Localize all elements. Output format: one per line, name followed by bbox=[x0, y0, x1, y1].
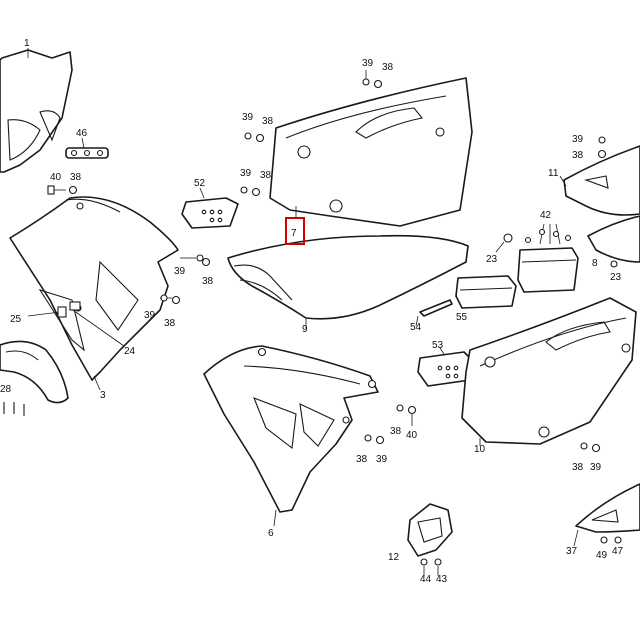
callout-39: 39 bbox=[362, 58, 374, 69]
callout-3: 3 bbox=[100, 390, 106, 401]
callout-40: 40 bbox=[406, 430, 418, 441]
bolts-39-38-under-3[interactable] bbox=[160, 294, 181, 305]
callout-38: 38 bbox=[572, 150, 584, 161]
callout-12: 12 bbox=[388, 552, 400, 563]
callout-25: 25 bbox=[10, 314, 22, 325]
callout-28: 28 bbox=[0, 384, 12, 395]
callout-38: 38 bbox=[382, 62, 394, 73]
callout-39: 39 bbox=[590, 462, 602, 473]
part-28-front-fender[interactable] bbox=[0, 340, 69, 416]
part-55-box[interactable] bbox=[455, 275, 517, 309]
callout-37: 37 bbox=[566, 546, 578, 557]
callout-7: 7 bbox=[291, 228, 297, 239]
part-1-headlight-mask[interactable] bbox=[0, 48, 73, 173]
callout-52: 52 bbox=[194, 178, 206, 189]
callout-53: 53 bbox=[432, 340, 444, 351]
callout-6: 6 bbox=[268, 528, 274, 539]
bolts-39-38-left-7b[interactable] bbox=[240, 186, 261, 197]
callout-39: 39 bbox=[242, 112, 254, 123]
bolts-38-40-center[interactable] bbox=[396, 404, 417, 426]
part-37-rear-mudguard[interactable] bbox=[573, 483, 640, 547]
callout-38: 38 bbox=[390, 426, 402, 437]
bolts-38-39-right-low[interactable] bbox=[580, 442, 601, 453]
part-54-clip[interactable] bbox=[415, 299, 453, 327]
callout-49: 49 bbox=[596, 550, 608, 561]
bolt-40-38-left[interactable] bbox=[47, 185, 78, 195]
bolts-39-38-left-7a[interactable] bbox=[244, 132, 265, 143]
part-53-bracket[interactable] bbox=[417, 347, 473, 387]
callout-38: 38 bbox=[262, 116, 274, 127]
fastener-25-24[interactable] bbox=[27, 301, 125, 347]
callout-38: 38 bbox=[260, 170, 272, 181]
callout-39: 39 bbox=[174, 266, 186, 277]
callout-39: 39 bbox=[240, 168, 252, 179]
callout-8: 8 bbox=[592, 258, 598, 269]
callout-38: 38 bbox=[202, 276, 214, 287]
part-6-right-radiator-shroud[interactable] bbox=[203, 345, 379, 527]
callout-39: 39 bbox=[144, 310, 156, 321]
callout-23: 23 bbox=[610, 272, 622, 283]
part-52-bracket[interactable] bbox=[181, 187, 239, 229]
callout-24: 24 bbox=[124, 346, 136, 357]
bolts-39-38-under-52[interactable] bbox=[180, 254, 211, 267]
bolts-38-39-center-low[interactable] bbox=[364, 434, 385, 445]
callout-10: 10 bbox=[474, 444, 486, 455]
callout-1: 1 bbox=[24, 38, 30, 49]
bolts-39-38-right[interactable] bbox=[597, 136, 607, 159]
callout-38: 38 bbox=[70, 172, 82, 183]
callout-39: 39 bbox=[572, 134, 584, 145]
callout-42: 42 bbox=[540, 210, 552, 221]
bolts-39-38-top[interactable] bbox=[362, 70, 383, 89]
callout-46: 46 bbox=[76, 128, 88, 139]
callout-labels: 1 46 40 38 52 39 38 39 38 39 38 39 38 39… bbox=[0, 38, 624, 585]
callout-38: 38 bbox=[572, 462, 584, 473]
highlighted-callout-7[interactable]: 7 bbox=[285, 217, 305, 245]
callout-9: 9 bbox=[302, 324, 308, 335]
part-12-chain-guard[interactable] bbox=[407, 503, 453, 576]
callout-47: 47 bbox=[612, 546, 624, 557]
part-46-clamp[interactable] bbox=[65, 137, 109, 159]
callout-11: 11 bbox=[548, 168, 559, 179]
part-23-nut-left[interactable] bbox=[495, 233, 513, 253]
callout-55: 55 bbox=[456, 312, 468, 323]
callout-23: 23 bbox=[486, 254, 498, 265]
right-panel-fragment[interactable] bbox=[587, 215, 640, 268]
part-9-seat[interactable] bbox=[227, 234, 469, 328]
callout-43: 43 bbox=[436, 574, 448, 585]
callout-39: 39 bbox=[376, 454, 388, 465]
part-11-rear-fender[interactable] bbox=[559, 145, 640, 216]
part-10-right-side-panel[interactable] bbox=[461, 297, 637, 446]
callout-44: 44 bbox=[420, 574, 432, 585]
part-8-battery-box[interactable] bbox=[517, 223, 579, 293]
callout-54: 54 bbox=[410, 322, 422, 333]
part-7-side-panel[interactable] bbox=[269, 77, 473, 227]
callout-38: 38 bbox=[356, 454, 368, 465]
callout-38: 38 bbox=[164, 318, 176, 329]
callout-40: 40 bbox=[50, 172, 62, 183]
